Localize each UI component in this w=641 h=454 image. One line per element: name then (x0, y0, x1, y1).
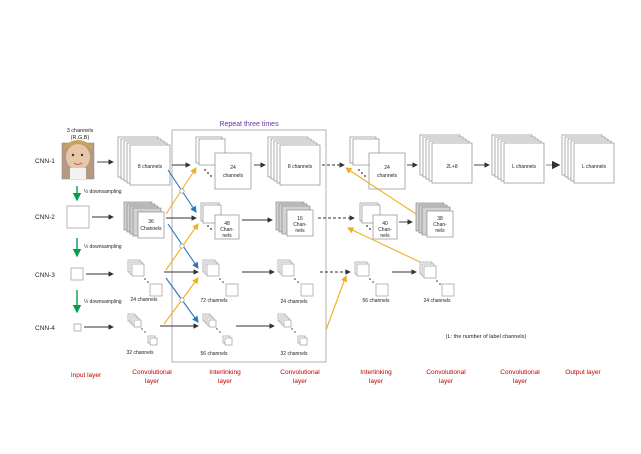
stack-r3-conv2 (277, 259, 314, 297)
label-r1-conv3: 2L+8 (446, 164, 457, 170)
stack-r1-conv2 (267, 136, 321, 186)
junction-3 (179, 297, 185, 303)
label-r3-inter2: 56 channels (363, 298, 390, 304)
stack-r3-inter (202, 259, 239, 297)
input-cnn2 (66, 205, 90, 229)
downsample-text-3: ½ downsampling (84, 298, 122, 305)
junction-1 (179, 188, 185, 194)
stack-r2-conv3 (415, 202, 454, 238)
layer-conv-4b: layer (513, 378, 528, 385)
stack-r1-conv (117, 136, 171, 186)
layer-inter-1a: Interlinking (209, 369, 241, 376)
label-r2-inter2-a: 40 (382, 221, 388, 227)
input-cnn3 (70, 267, 84, 281)
layer-conv-1a: Convolutional (132, 369, 172, 376)
stack-r2-conv2 (275, 201, 314, 237)
label-r1-out2: L channels (582, 164, 606, 170)
label-r3-conv2: 24 channels (281, 299, 308, 305)
repeat-label: Repeat three times (219, 121, 279, 128)
stack-r1-out2 (561, 134, 615, 184)
junction-2 (179, 243, 185, 249)
stack-r1-inter (195, 136, 252, 190)
label-r2-inter-b: Chan- (220, 227, 234, 233)
label-r1-out1: L channels (512, 164, 536, 170)
label-r4-conv: 32 channels (127, 350, 154, 356)
input-channels-text: 3 channels (67, 128, 94, 134)
repeat-box (171, 129, 327, 363)
label-note: (L: the number of label channels) (446, 334, 527, 340)
layer-conv-2b: layer (293, 378, 308, 385)
label-r3-conv3: 24 channels (424, 298, 451, 304)
downsample-text-1: ½ downsampling (84, 188, 122, 195)
layer-input: Input layer (71, 372, 102, 379)
label-r4-inter: 56 channels (201, 351, 228, 357)
stack-r3-conv (127, 259, 163, 297)
label-r2-conv-b: Channels (140, 226, 162, 232)
label-r2-inter-a: 48 (224, 221, 230, 227)
input-photo (61, 140, 95, 180)
label-r2-inter2-b: Chan- (378, 227, 392, 233)
label-r2-inter-c: nels (222, 233, 232, 239)
label-r3-inter: 72 channels (201, 298, 228, 304)
label-r1-conv2: 8 channels (288, 164, 313, 170)
stack-r2-inter2 (359, 202, 398, 240)
stack-r1-out1 (491, 134, 545, 184)
label-r1-inter2-b: channels (377, 173, 398, 179)
row-label-cnn4: CNN-4 (35, 325, 55, 332)
layer-output: Output layer (565, 369, 601, 376)
layer-conv-2a: Convolutional (280, 369, 320, 376)
label-r1-inter2-a: 24 (384, 165, 390, 171)
layer-inter-1b: layer (218, 378, 233, 385)
layer-inter-2b: layer (369, 378, 384, 385)
stack-r2-inter (200, 202, 240, 240)
layer-inter-2a: Interlinking (360, 369, 392, 376)
row-label-cnn2: CNN-2 (35, 214, 55, 221)
stack-r1-conv3 (419, 134, 473, 184)
label-r2-inter2-c: nels (380, 233, 390, 239)
layer-conv-3b: layer (439, 378, 454, 385)
stack-r3-inter2 (354, 261, 389, 297)
label-r2-conv3-b: Chan- (433, 222, 447, 228)
layer-conv-3a: Convolutional (426, 369, 466, 376)
downsample-text-2: ½ downsampling (84, 243, 122, 250)
input-rgb-text: (R,G,B) (71, 135, 90, 141)
layer-conv-4a: Convolutional (500, 369, 540, 376)
label-r2-conv2-b: Chan- (293, 222, 307, 228)
label-r2-conv2-a: 16 (297, 216, 303, 222)
label-r1-inter-b: channels (223, 173, 244, 179)
layer-conv-1b: layer (145, 378, 160, 385)
label-r3-conv: 24 channels (131, 297, 158, 303)
label-r4-conv2: 32 channels (281, 351, 308, 357)
label-r2-conv-a: 36 (148, 219, 154, 225)
label-r2-conv2-c: nels (295, 228, 305, 234)
gold-link-6 (345, 167, 417, 215)
stack-r4-conv (127, 313, 158, 346)
label-r1-inter-a: 24 (230, 165, 236, 171)
input-cnn4 (73, 323, 82, 332)
row-label-cnn1: CNN-1 (35, 158, 55, 165)
row-label-cnn3: CNN-3 (35, 272, 55, 279)
stack-r3-conv3 (419, 261, 455, 297)
stack-r4-conv2 (277, 313, 308, 346)
stack-r1-inter2 (349, 136, 406, 190)
stack-r4-inter (202, 313, 233, 346)
label-r1-conv: 8 channels (138, 164, 163, 170)
gold-link-5 (347, 227, 421, 263)
label-r2-conv3-c: nels (435, 228, 445, 234)
gold-link-4 (325, 274, 348, 331)
label-r2-conv3-a: 38 (437, 216, 443, 222)
stack-r2-conv (123, 201, 165, 239)
